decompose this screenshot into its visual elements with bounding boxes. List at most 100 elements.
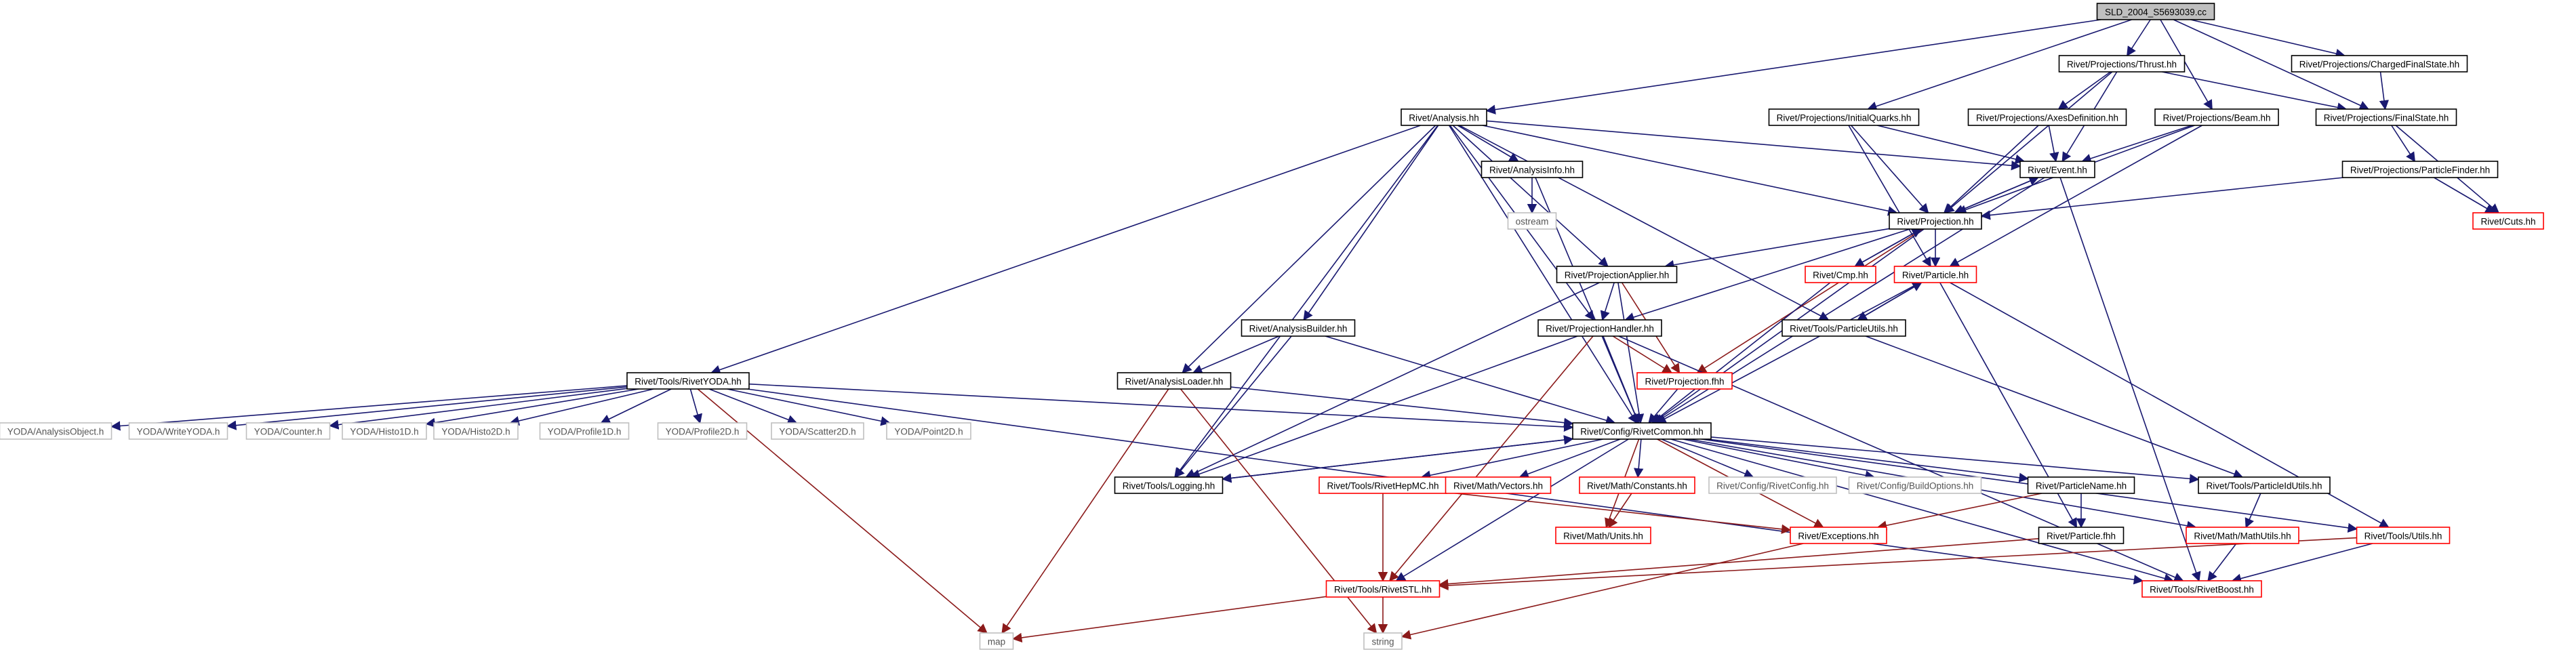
node-event[interactable]: Rivet/Event.hh — [2019, 161, 2095, 178]
node-mathunits[interactable]: Rivet/Math/Units.hh — [1555, 527, 1651, 544]
node-cmp[interactable]: Rivet/Cmp.hh — [1805, 266, 1876, 283]
node-particle[interactable]: Rivet/Particle.hh — [1893, 266, 1977, 283]
node-analysisinfo[interactable]: Rivet/AnalysisInfo.hh — [1481, 161, 1584, 178]
edge-analysis-to-analysisbuilder — [1303, 125, 1439, 321]
node-box — [0, 422, 113, 440]
node-string: string — [1363, 632, 1403, 650]
edge-rivetcommon-to-buildoptions — [1683, 438, 1876, 480]
edge-particlefinder-to-cuts — [2434, 177, 2495, 213]
node-root[interactable]: SLD_2004_S5693039.cc — [2096, 3, 2215, 20]
node-label: Rivet/ParticleName.hh — [2036, 481, 2127, 491]
edge-rivetyoda-to-yao — [110, 385, 628, 431]
node-label: Rivet/Exceptions.hh — [1798, 531, 1878, 541]
edge-projectionfhh-to-rivetcommon — [1648, 388, 1678, 424]
node-box — [1708, 476, 1837, 494]
node-cuts[interactable]: Rivet/Cuts.hh — [2472, 212, 2544, 230]
node-label: Rivet/Particle.fhh — [2047, 531, 2116, 541]
edge-rivetcommon-to-constants — [1634, 438, 1644, 478]
node-logging[interactable]: Rivet/Tools/Logging.hh — [1114, 476, 1224, 494]
node-box — [1805, 266, 1876, 283]
node-particleutils[interactable]: Rivet/Tools/ParticleUtils.hh — [1782, 319, 1906, 337]
edge-analysis-to-projection — [1482, 125, 1898, 216]
edge-rivetcommon-to-rivetstl — [1395, 438, 1629, 581]
edge-analysis-to-particleutils — [1459, 125, 1830, 321]
node-box — [1507, 212, 1557, 230]
edge-particlefhh-to-rivetstl — [1438, 538, 2039, 589]
node-initquarks[interactable]: Rivet/Projections/InitialQuarks.hh — [1768, 108, 1920, 126]
node-yscatter2d: YODA/Scatter2D.h — [771, 422, 864, 440]
node-rivetboost[interactable]: Rivet/Tools/RivetBoost.hh — [2141, 580, 2262, 598]
node-label: Rivet/Projection.fhh — [1645, 377, 1724, 387]
edge-projection-to-projectionfhh — [1696, 228, 1923, 373]
node-label: Rivet/Tools/ParticleUtils.hh — [1790, 324, 1898, 334]
edge-particle-to-particlefhh — [1939, 282, 2078, 529]
node-axesdef[interactable]: Rivet/Projections/AxesDefinition.hh — [1967, 108, 2127, 126]
node-box — [1848, 476, 1982, 494]
node-vectors[interactable]: Rivet/Math/Vectors.hh — [1445, 476, 1552, 494]
node-projapplier[interactable]: Rivet/ProjectionApplier.hh — [1556, 266, 1678, 283]
edge-axesdef-to-event — [2048, 125, 2059, 163]
node-yprofile1d: YODA/Profile1D.h — [539, 422, 630, 440]
edge-rivetcommon-to-particleidutils — [1710, 436, 2200, 484]
node-box — [1114, 476, 1224, 494]
node-label: Rivet/Cuts.hh — [2480, 217, 2535, 227]
node-box — [2291, 55, 2468, 73]
node-map: map — [979, 632, 1014, 650]
edge-cmp-to-projection — [1854, 228, 1922, 267]
node-label: YODA/Point2D.h — [894, 427, 963, 437]
node-projection[interactable]: Rivet/Projection.hh — [1889, 212, 1982, 230]
edge-projhandler-to-rivetstl — [1389, 335, 1594, 582]
node-box — [2019, 161, 2095, 178]
node-particlefhh[interactable]: Rivet/Particle.fhh — [2038, 527, 2125, 544]
node-ywriteyoda: YODA/WriteYODA.h — [128, 422, 228, 440]
node-projectionfhh[interactable]: Rivet/Projection.fhh — [1636, 372, 1733, 390]
node-box — [2341, 161, 2499, 178]
node-particlefinder[interactable]: Rivet/Projections/ParticleFinder.hh — [2341, 161, 2499, 178]
edge-projhandler-to-rivetcommon — [1603, 335, 1640, 424]
node-label: Rivet/AnalysisInfo.hh — [1489, 165, 1575, 176]
node-box — [2038, 527, 2125, 544]
node-rivetyoda[interactable]: Rivet/Tools/RivetYODA.hh — [626, 372, 750, 390]
edge-constants-to-mathunits — [1608, 493, 1632, 529]
node-label: Rivet/Tools/Utils.hh — [2364, 531, 2442, 541]
node-yao: YODA/AnalysisObject.h — [0, 422, 113, 440]
node-label: Rivet/Math/MathUtils.hh — [2194, 531, 2291, 541]
node-label: Rivet/Projections/Beam.hh — [2162, 113, 2270, 123]
node-particleidutils[interactable]: Rivet/Tools/ParticleIdUtils.hh — [2198, 476, 2331, 494]
edge-rivetyoda-to-ypoint2d — [727, 388, 891, 426]
edge-toolsutils-to-rivetstl — [1438, 537, 2357, 591]
edge-analysisbuilder-to-logging — [1174, 335, 1292, 478]
node-analysis[interactable]: Rivet/Analysis.hh — [1401, 108, 1487, 126]
node-label: YODA/AnalysisObject.h — [7, 427, 104, 437]
node-exceptions[interactable]: Rivet/Exceptions.hh — [1790, 527, 1887, 544]
node-chargedfs[interactable]: Rivet/Projections/ChargedFinalState.hh — [2291, 55, 2468, 73]
node-mathutils[interactable]: Rivet/Math/MathUtils.hh — [2186, 527, 2299, 544]
edge-toolsutils-to-rivetboost — [2231, 543, 2373, 583]
node-rivetcommon[interactable]: Rivet/Config/RivetCommon.hh — [1572, 422, 1712, 440]
edge-root-to-finalstate — [2173, 19, 2370, 110]
edge-thrust-to-projection — [1944, 71, 2113, 213]
node-rivetstl[interactable]: Rivet/Tools/RivetSTL.hh — [1325, 580, 1441, 598]
node-box — [886, 422, 971, 440]
node-buildoptions: Rivet/Config/BuildOptions.hh — [1848, 476, 1982, 494]
node-finalstate[interactable]: Rivet/Projections/FinalState.hh — [2315, 108, 2457, 126]
node-ycounter: YODA/Counter.h — [245, 422, 331, 440]
node-analysisbuilder[interactable]: Rivet/AnalysisBuilder.hh — [1241, 319, 1356, 337]
node-label: YODA/Histo1D.h — [350, 427, 418, 437]
node-box — [1889, 212, 1982, 230]
node-beam[interactable]: Rivet/Projections/Beam.hh — [2154, 108, 2279, 126]
node-rivethepmc[interactable]: Rivet/Tools/RivetHepMC.hh — [1319, 476, 1447, 494]
node-box — [1445, 476, 1552, 494]
node-label: Rivet/Projection.hh — [1897, 217, 1973, 227]
edge-analysis-to-analysisinfo — [1457, 125, 1519, 162]
node-toolsutils[interactable]: Rivet/Tools/Utils.hh — [2356, 527, 2451, 544]
node-box — [1782, 319, 1906, 337]
node-thrust[interactable]: Rivet/Projections/Thrust.hh — [2058, 55, 2186, 73]
edge-rivetyoda-to-rivetcommon — [748, 383, 1574, 432]
node-box — [2315, 108, 2457, 126]
node-constants[interactable]: Rivet/Math/Constants.hh — [1579, 476, 1695, 494]
node-label: Rivet/Event.hh — [2028, 165, 2087, 176]
node-projhandler[interactable]: Rivet/ProjectionHandler.hh — [1537, 319, 1662, 337]
node-particlename[interactable]: Rivet/ParticleName.hh — [2027, 476, 2135, 494]
node-analysisloader[interactable]: Rivet/AnalysisLoader.hh — [1116, 372, 1232, 390]
